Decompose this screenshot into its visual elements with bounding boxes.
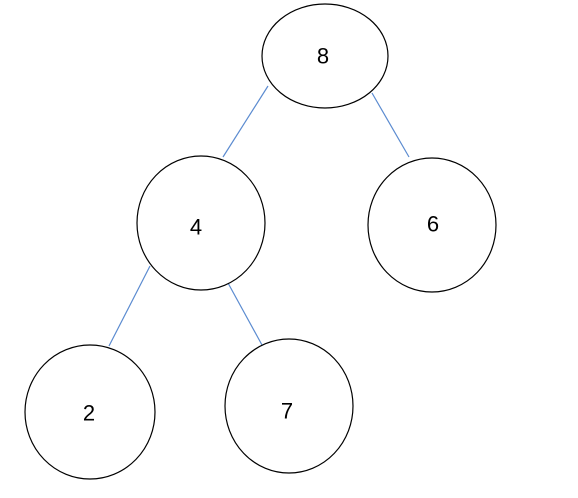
node-circle: [224, 338, 354, 474]
node-circle: [367, 157, 497, 293]
node-circle: [24, 344, 156, 480]
node-label: 6: [427, 212, 439, 237]
node-label: 2: [83, 401, 95, 426]
edge-8-to-4: [222, 85, 269, 158]
tree-node-7: 7: [224, 338, 354, 474]
node-label: 8: [317, 44, 329, 69]
node-circle: [261, 3, 389, 109]
edge-8-to-6: [371, 92, 410, 158]
tree-node-8: 8: [261, 3, 389, 109]
node-label: 4: [190, 215, 202, 240]
tree-node-2: 2: [24, 344, 156, 480]
tree-node-6: 6: [367, 157, 497, 293]
node-label: 7: [281, 399, 293, 424]
tree-node-4: 4: [136, 155, 266, 291]
edge-4-to-7: [227, 282, 263, 346]
node-circle: [136, 155, 266, 291]
edge-4-to-2: [108, 265, 151, 347]
